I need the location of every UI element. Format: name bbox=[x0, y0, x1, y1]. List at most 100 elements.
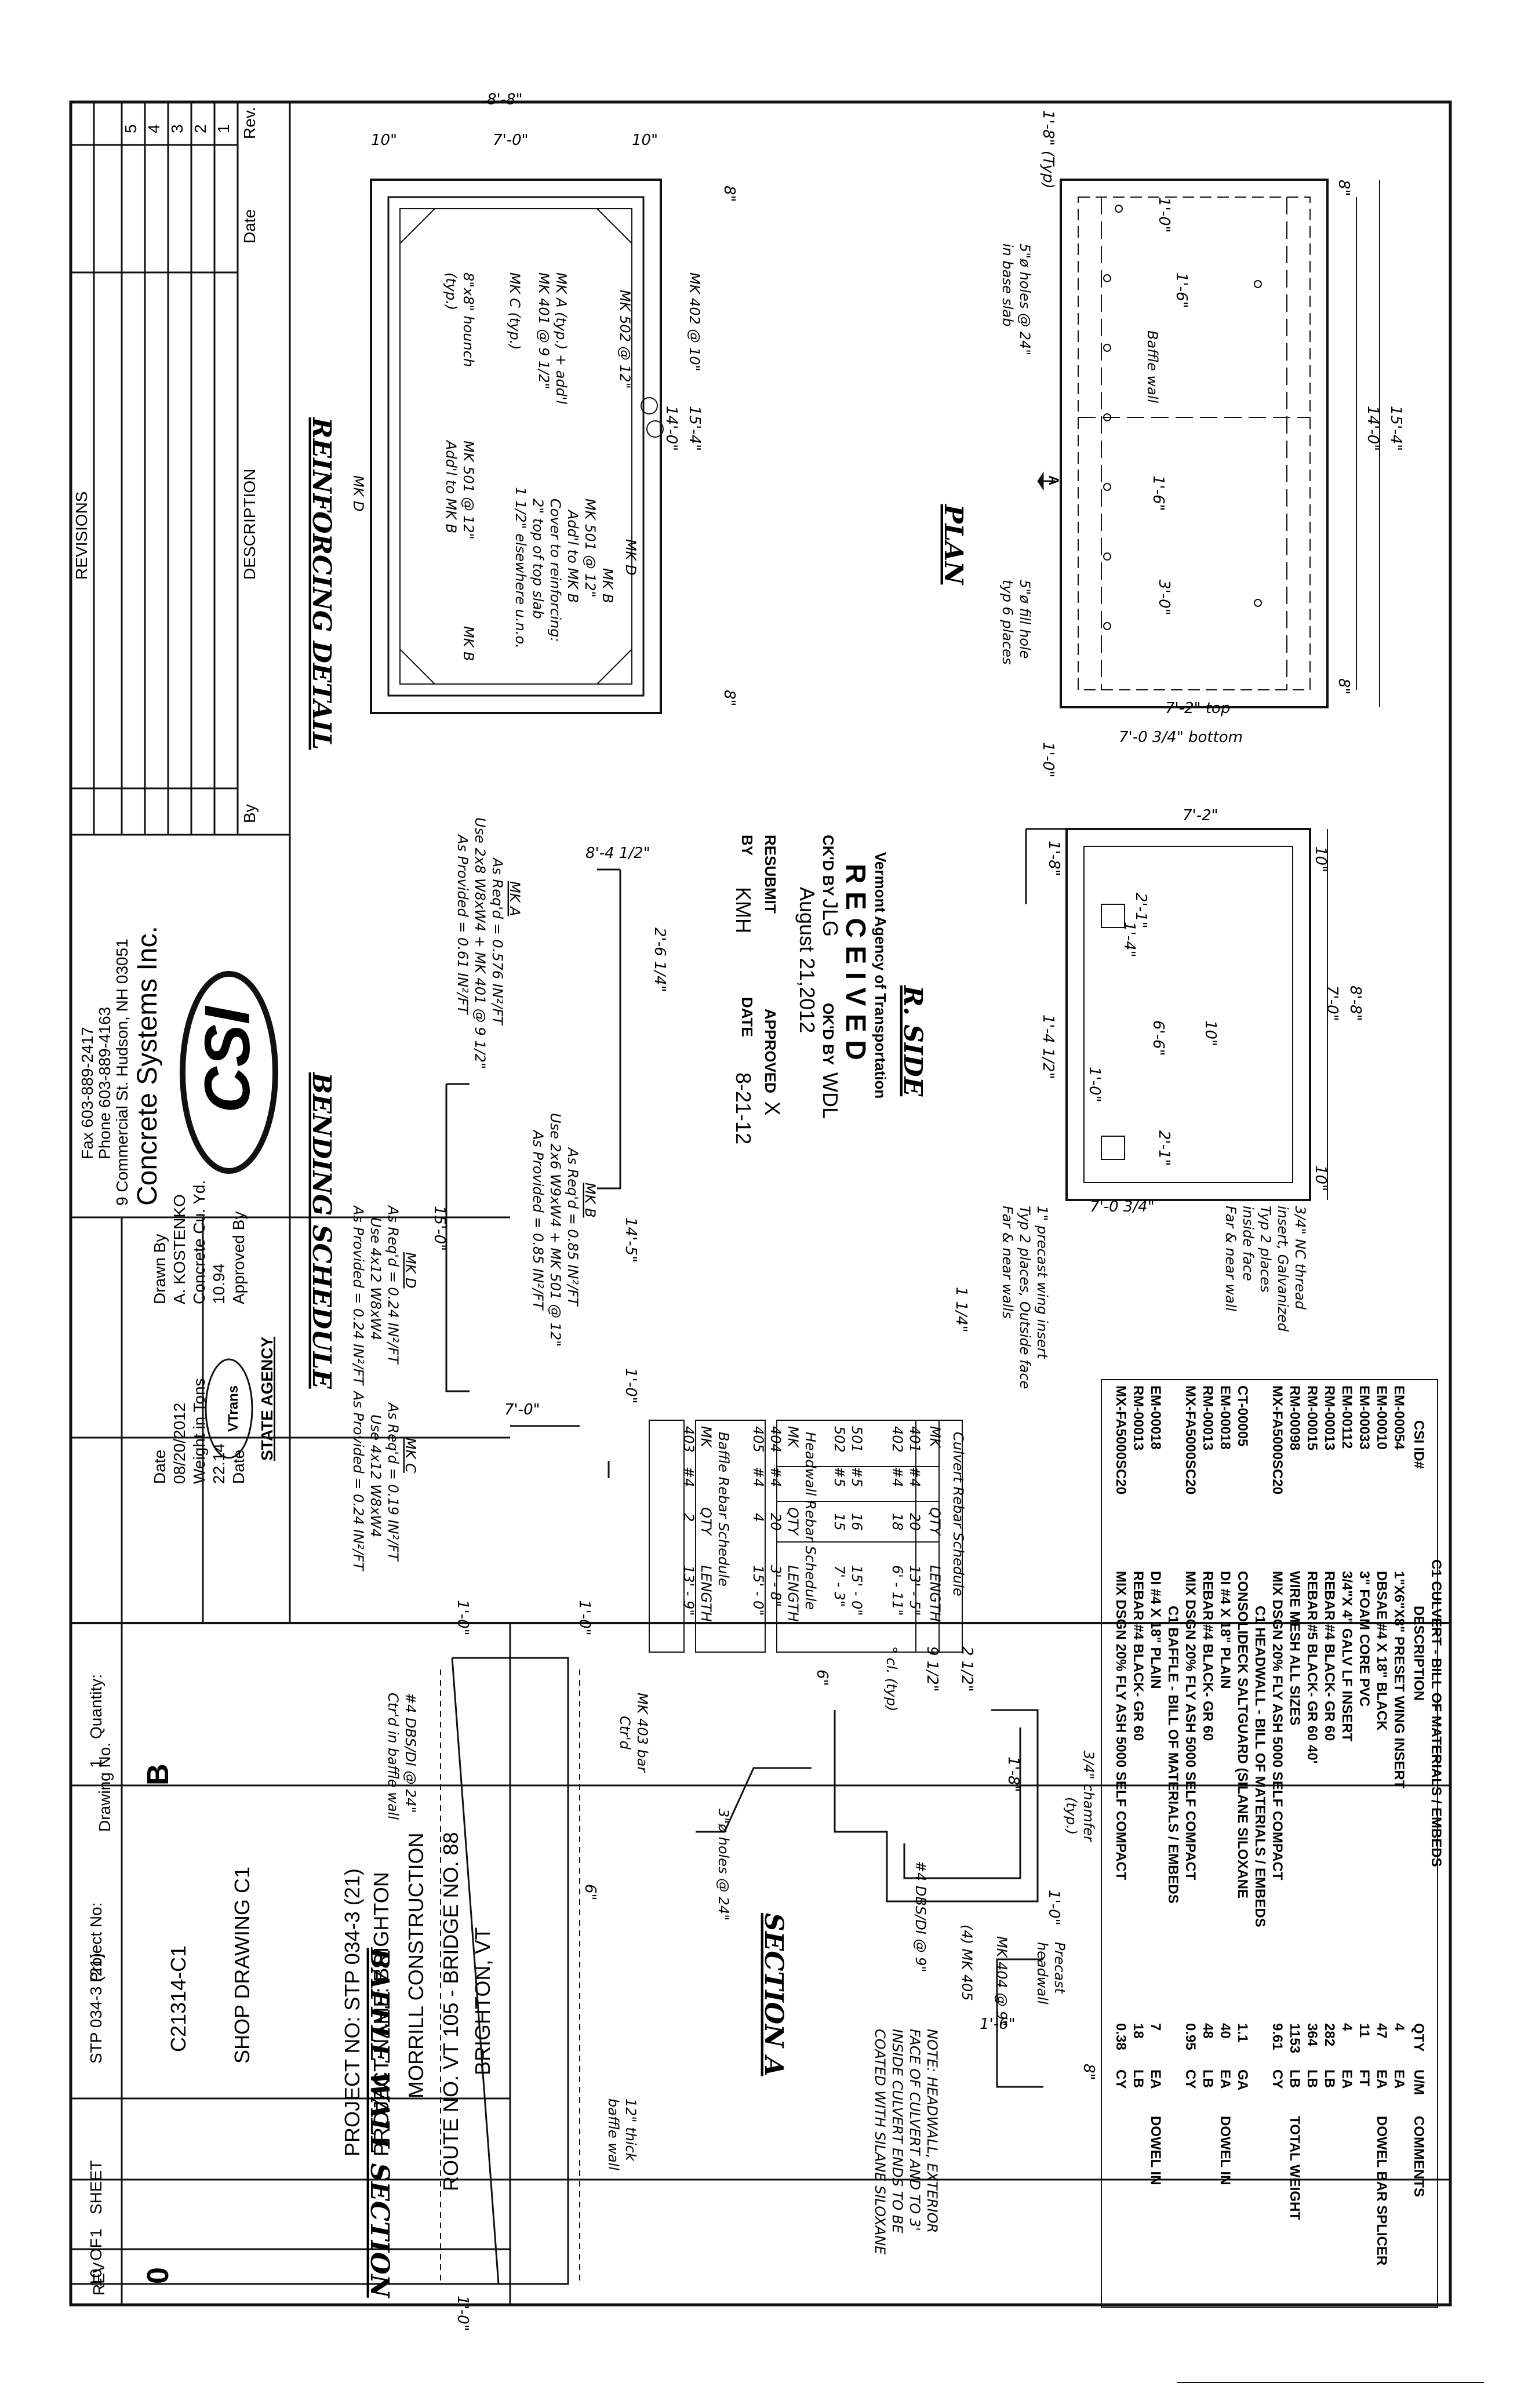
bom-cell: FT bbox=[1356, 2069, 1372, 2087]
date-value: 08/20/2012 bbox=[170, 1403, 188, 1484]
baffle-wall-title: BAFFLE WALL SECTION bbox=[365, 1947, 394, 2299]
reinforcing-labels: REINFORCING DETAIL 8'-8" 10" 7'-0" 10" 1… bbox=[307, 91, 738, 750]
bom-cell: 7 bbox=[1148, 2023, 1163, 2031]
table-cell: 20 bbox=[907, 1513, 923, 1531]
thread-note-4: inside face bbox=[1240, 1206, 1256, 1281]
br-header-mk: MK bbox=[698, 1426, 714, 1449]
mkb-prov: As Provided = 0.85 IN²/FT bbox=[530, 1129, 546, 1311]
stamp-status: R E C E I V E D bbox=[840, 864, 871, 1060]
chamfer-label: 3/4" chamfer bbox=[1080, 1751, 1097, 1843]
dbs-label: #4 DBS/DI @ 9" bbox=[912, 1861, 929, 1972]
rs-dim-1-4-12: 1'-4 1/2" bbox=[1039, 1014, 1057, 1079]
approved-label: Approved By bbox=[230, 1212, 248, 1304]
bending-labels: BENDING SCHEDULE 8'-4 1/2" 2'-6 1/4" MK … bbox=[307, 817, 668, 1572]
table-cell: 13' - 9" bbox=[681, 1565, 697, 1616]
drawing-size-letter: B bbox=[141, 1763, 175, 1785]
bw-dbs-label-2: Ctr'd in baffle wall bbox=[385, 1693, 401, 1820]
company-address: 9 Commercial St. Hudson, NH 03051 bbox=[113, 939, 131, 1206]
section-a-labels: SECTION A 3/4" chamfer (typ.) 1'-0" 1'-8… bbox=[715, 1646, 1097, 2255]
bom-header-um: U/M bbox=[1411, 2069, 1427, 2095]
reinforcing-title: REINFORCING DETAIL bbox=[307, 416, 336, 750]
sa-dim-8: 8" bbox=[1080, 2064, 1097, 2080]
bom-cell: TOTAL WEIGHT bbox=[1287, 2116, 1303, 2220]
bom-cell: 4 bbox=[1339, 2023, 1355, 2031]
table-row: 501 bbox=[849, 1426, 865, 1453]
holes-3-label: 3"ø holes @ 24" bbox=[715, 1809, 732, 1920]
rev-row: 2 bbox=[191, 124, 209, 133]
mkb-title: MK B bbox=[582, 1183, 598, 1218]
culvert-rebar-schedule: Culvert Rebar Schedule MK QTY LENGTH 401… bbox=[831, 1426, 966, 1622]
stamp-agency: Vermont Agency of Transportation bbox=[872, 852, 889, 1098]
bom-cell: CY bbox=[1183, 2069, 1198, 2089]
table-cell: #5 bbox=[849, 1467, 865, 1487]
bom-table bbox=[1101, 1379, 1438, 2308]
rs-dim-7-0-34: 7'-0 3/4" bbox=[1090, 1198, 1155, 1216]
bom-cell: 282 bbox=[1322, 2023, 1337, 2046]
sheet-total: 10 bbox=[87, 2269, 105, 2287]
mk-b-label: MK B bbox=[599, 568, 616, 603]
rev-row: 5 bbox=[122, 124, 140, 133]
mkc-use: Use 4x12 W8xW4 bbox=[368, 1414, 384, 1537]
date-col-header: Date bbox=[241, 209, 259, 243]
drawing-no-value: C21314-C1 bbox=[166, 1945, 190, 2052]
bw-dim-6: 6" bbox=[581, 1884, 599, 1901]
rs-dim-10c: 10" bbox=[1202, 1020, 1219, 1046]
bom-row: RM-00013 bbox=[1200, 1385, 1216, 1450]
mk-401-label: MK 401 @ 9 1/2" bbox=[536, 272, 552, 390]
bom-cell: 9.61 bbox=[1269, 2023, 1285, 2050]
bom-text: C1 CULVERT - BILL OF MATERIALS / EMBEDS … bbox=[1113, 1385, 1444, 2265]
bom-cell: 11 bbox=[1356, 2023, 1372, 2038]
bom-row: RM-00013 bbox=[1130, 1385, 1146, 1450]
precast-label: Precast bbox=[1052, 1942, 1068, 1995]
title-block-grid bbox=[71, 102, 511, 2305]
rd-dim-15-4: 15'-4" bbox=[686, 406, 703, 451]
bom-cell: 364 bbox=[1304, 2023, 1320, 2047]
bom-cell: CY bbox=[1269, 2069, 1285, 2089]
bom-row: EM-00018 bbox=[1217, 1385, 1233, 1450]
concrete-label: Concrete Cu. Yd. bbox=[190, 1180, 208, 1304]
date2-label: Date bbox=[230, 1450, 248, 1484]
cr-header-qty: QTY bbox=[927, 1507, 943, 1537]
rs-dim-10b: 10" bbox=[1312, 1165, 1329, 1191]
table-row: 404 bbox=[767, 1426, 784, 1453]
mk-d-label-2: MK D bbox=[350, 475, 366, 512]
rs-dim-2-1: 2'-1" bbox=[1132, 893, 1149, 929]
hr-header-mk: MK bbox=[785, 1426, 801, 1449]
bom-cell: 40 bbox=[1217, 2023, 1233, 2039]
table-cell: 18 bbox=[889, 1513, 905, 1531]
dim-1-0: 1'-0" bbox=[1155, 197, 1173, 233]
addl-label: Add'l to MK B bbox=[565, 509, 581, 603]
baffle-thick-label-2: baffle wall bbox=[605, 2098, 621, 2170]
concrete-value: 10.94 bbox=[210, 1264, 228, 1304]
mk-b-label-2: MK B bbox=[460, 626, 476, 661]
rd-dim-8: 8" bbox=[721, 185, 738, 202]
addl-label-2: Add'l to MK B bbox=[443, 439, 459, 533]
stamp-approved-mark: X bbox=[761, 1101, 784, 1115]
bom-row: EM-00018 bbox=[1148, 1385, 1163, 1450]
sheet-border bbox=[69, 100, 1452, 2307]
bom-title: C1 CULVERT - BILL OF MATERIALS / EMBEDS bbox=[1428, 1559, 1444, 1867]
cr-header-length: LENGTH bbox=[927, 1565, 943, 1622]
bom-cell: CONSOLIDECK SALTGUARD (SILANE SILOXANE bbox=[1235, 1571, 1250, 1898]
project-no: PROJECT NO: STP 034-3 (21) bbox=[340, 1868, 364, 2156]
description-col-header: DESCRIPTION bbox=[241, 469, 259, 580]
rev-row: 4 bbox=[145, 124, 163, 133]
mkd-use: Use 4x12 W8xW4 bbox=[368, 1217, 384, 1340]
plan-title: PLAN bbox=[938, 503, 968, 585]
sa-dim-6: 6" bbox=[813, 1669, 831, 1686]
mkd-dim: 15'-0" bbox=[431, 1206, 448, 1251]
mk-502-label: MK 502 @ 12" bbox=[617, 290, 633, 389]
sheet-label: SHEET bbox=[87, 2160, 105, 2214]
csi-logo-text: CSI bbox=[192, 1005, 263, 1113]
bom-row: MX-FA5000SC20 bbox=[1113, 1385, 1129, 1494]
hr-header-qty: QTY bbox=[785, 1507, 801, 1537]
bw-dim-1-0b: 1'-0" bbox=[576, 1600, 593, 1636]
bom-cell: LB bbox=[1287, 2069, 1303, 2088]
baffle-wall-section bbox=[440, 1657, 580, 2285]
section-a-title: SECTION A bbox=[759, 1913, 788, 2076]
drawn-by: A. KOSTENKO bbox=[170, 1194, 188, 1304]
cover-label-2: 2" top of top slab bbox=[530, 499, 546, 619]
headwall-note-3: INSIDE CULVERT ENDS TO BE bbox=[889, 2029, 905, 2234]
mkc-dim: 7'-0" bbox=[504, 1401, 540, 1418]
bom-row: CT-00005 bbox=[1235, 1385, 1250, 1446]
